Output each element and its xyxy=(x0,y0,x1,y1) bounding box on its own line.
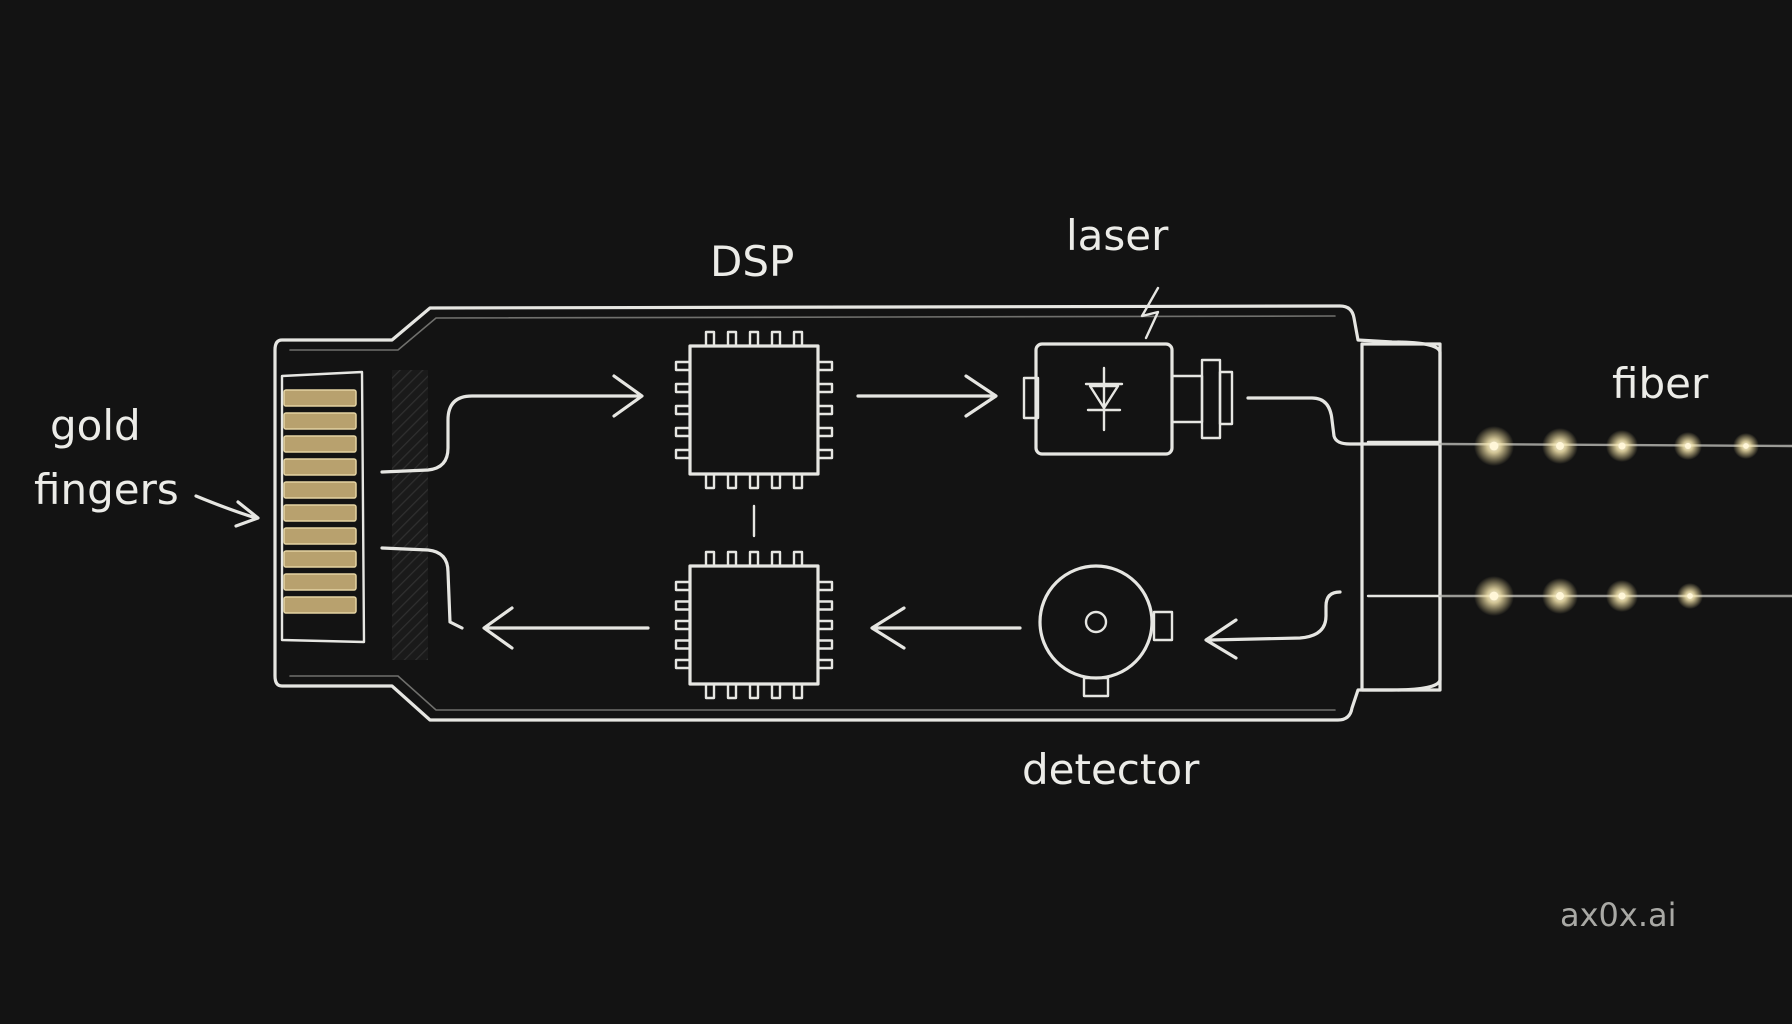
light-pulse xyxy=(1489,591,1499,601)
chip-pin xyxy=(770,472,782,490)
chip-pin xyxy=(770,330,782,348)
lightning-icon xyxy=(1140,286,1160,340)
fiber-lines xyxy=(1438,442,1792,598)
gold-finger-pad xyxy=(283,573,357,591)
laser-diode xyxy=(1022,286,1234,456)
chip-pin xyxy=(816,619,834,631)
rx-trace xyxy=(380,546,464,630)
chip-pin xyxy=(792,682,804,700)
label-fiber: fiber xyxy=(1612,359,1709,408)
chip-pin xyxy=(816,658,834,670)
chip-pin xyxy=(674,360,692,372)
label-gold: gold xyxy=(50,401,141,450)
signal-traces xyxy=(380,374,1442,660)
chip-pin xyxy=(704,330,716,348)
chip-pin xyxy=(816,360,834,372)
chip-pin xyxy=(816,600,834,611)
gold-fingers xyxy=(280,370,366,644)
label-dsp: DSP xyxy=(710,237,794,286)
chip-pin xyxy=(674,448,692,460)
light-pulse xyxy=(1556,592,1564,600)
diode-symbol-icon xyxy=(1084,366,1124,432)
light-pulse xyxy=(1743,443,1749,449)
chip-pin xyxy=(748,330,760,348)
rx-arrow xyxy=(482,606,650,650)
chip-pin xyxy=(704,682,716,700)
gold-finger-frame xyxy=(280,370,366,644)
light-pulse xyxy=(1684,442,1692,450)
fiber-light-pulses xyxy=(1474,426,1759,616)
chip-pin xyxy=(770,682,782,700)
chip-pin xyxy=(792,330,804,348)
chip-pin xyxy=(816,448,834,460)
chip-pin xyxy=(748,550,760,568)
module-housing xyxy=(273,304,1442,722)
chip-pin xyxy=(748,472,760,490)
light-pulse xyxy=(1618,592,1626,600)
chip-pin xyxy=(726,682,738,700)
fiber-connector-housing xyxy=(1360,342,1442,692)
chip-pin xyxy=(674,580,692,592)
light-pulse xyxy=(1618,442,1626,450)
gold-finger-pad xyxy=(283,550,357,568)
chip-pin xyxy=(726,550,738,568)
gold-finger-pad xyxy=(283,458,357,476)
light-pulse xyxy=(1687,593,1693,599)
dsp-chip-top xyxy=(674,330,834,490)
chip-pin xyxy=(726,472,738,490)
chip-pin xyxy=(674,600,692,611)
edge-connector-shadow xyxy=(392,370,428,660)
gold-finger-pad xyxy=(283,481,357,499)
chip-pin xyxy=(770,550,782,568)
light-pulse xyxy=(1489,441,1499,451)
label-fingers: fingers xyxy=(34,465,179,514)
chip-pin xyxy=(674,639,692,650)
gold-finger-pad xyxy=(283,435,357,453)
chip-pin xyxy=(816,639,834,650)
chip-pin xyxy=(748,682,760,700)
detector-to-dsp-arrow xyxy=(870,606,1022,650)
watermark: ax0x.ai xyxy=(1560,896,1677,934)
laser-to-fiber-trace xyxy=(1246,396,1442,446)
label-laser: laser xyxy=(1066,211,1169,260)
dsp-to-laser-arrow xyxy=(856,374,998,418)
chip-pin xyxy=(816,580,834,592)
gold-finger-pad xyxy=(283,504,357,522)
tx-arrowhead xyxy=(612,374,644,418)
gold-fingers-pointer-arrow xyxy=(194,494,260,528)
dsp-chip-bottom xyxy=(674,550,834,700)
chip-pin xyxy=(674,658,692,670)
chip-pin xyxy=(792,472,804,490)
chip-pin xyxy=(674,404,692,416)
chip-pin xyxy=(674,619,692,631)
chip-pin xyxy=(816,382,834,394)
chip-pin xyxy=(674,426,692,438)
gold-finger-pad xyxy=(283,389,357,407)
gold-finger-pad xyxy=(283,412,357,430)
chip-pin xyxy=(792,550,804,568)
photodetector xyxy=(1038,564,1174,698)
chip-pin xyxy=(674,382,692,394)
chip-pin xyxy=(704,550,716,568)
chip-pin xyxy=(816,404,834,416)
chip-pin xyxy=(726,330,738,348)
gold-finger-pad xyxy=(283,527,357,545)
light-pulse xyxy=(1556,442,1564,450)
fiber-to-detector-arrow xyxy=(1204,590,1342,660)
tx-trace xyxy=(380,394,640,474)
gold-finger-pad xyxy=(283,596,357,614)
label-detector: detector xyxy=(1022,745,1200,794)
chip-pin xyxy=(704,472,716,490)
chip-pin xyxy=(816,426,834,438)
